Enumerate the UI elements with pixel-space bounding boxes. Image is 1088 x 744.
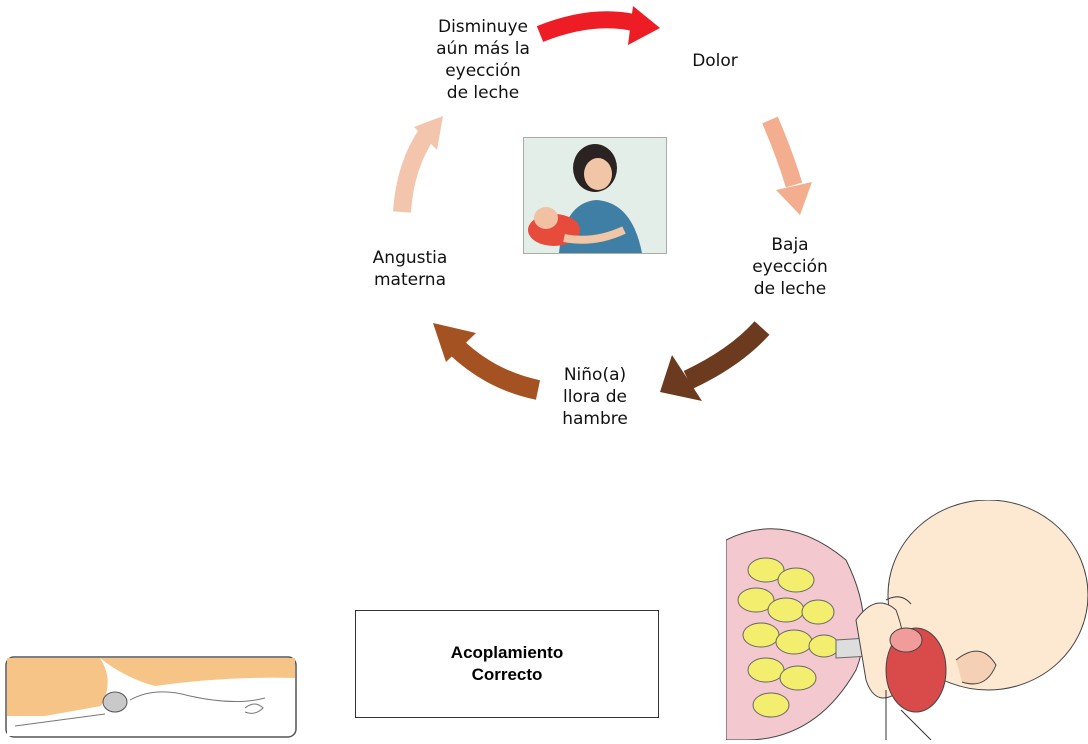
node-baja-line1: Baja bbox=[771, 235, 809, 255]
box-line1: Acoplamiento bbox=[450, 643, 564, 662]
node-dolor-line1: Dolor bbox=[692, 51, 738, 71]
mother-baby-image bbox=[523, 137, 667, 254]
node-disminuye-line4: de leche bbox=[446, 83, 520, 103]
box-line2: Correcto bbox=[471, 665, 543, 684]
node-angustia-line2: materna bbox=[374, 270, 446, 290]
node-nino-line1: Niño(a) bbox=[563, 365, 627, 385]
node-nino: Niño(a) llora de hambre bbox=[540, 364, 650, 430]
node-angustia: Angustia materna bbox=[355, 247, 465, 291]
arrow-left bbox=[393, 116, 443, 213]
arrow-right-upper bbox=[762, 116, 812, 215]
arrow-top bbox=[536, 6, 660, 45]
node-dolor: Dolor bbox=[670, 50, 760, 72]
node-baja-line2: eyección bbox=[752, 257, 828, 277]
node-disminuye-line3: eyección bbox=[445, 61, 521, 81]
breastfeeding-side-illustration bbox=[5, 656, 297, 738]
node-disminuye-line1: Disminuye bbox=[437, 17, 529, 37]
acoplamiento-box: Acoplamiento Correcto bbox=[355, 610, 659, 718]
breast-anatomy-illustration bbox=[725, 499, 1088, 741]
node-nino-line2: llora de bbox=[563, 387, 627, 407]
node-angustia-line1: Angustia bbox=[372, 248, 448, 268]
node-baja: Baja eyección de leche bbox=[730, 234, 850, 300]
node-baja-line3: de leche bbox=[753, 279, 827, 299]
node-disminuye: Disminuye aún más la eyección de leche bbox=[418, 16, 548, 104]
arrow-right-lower bbox=[660, 321, 770, 401]
node-nino-line3: hambre bbox=[562, 409, 628, 429]
node-disminuye-line2: aún más la bbox=[436, 39, 530, 59]
arrow-bottom-left bbox=[433, 323, 541, 400]
